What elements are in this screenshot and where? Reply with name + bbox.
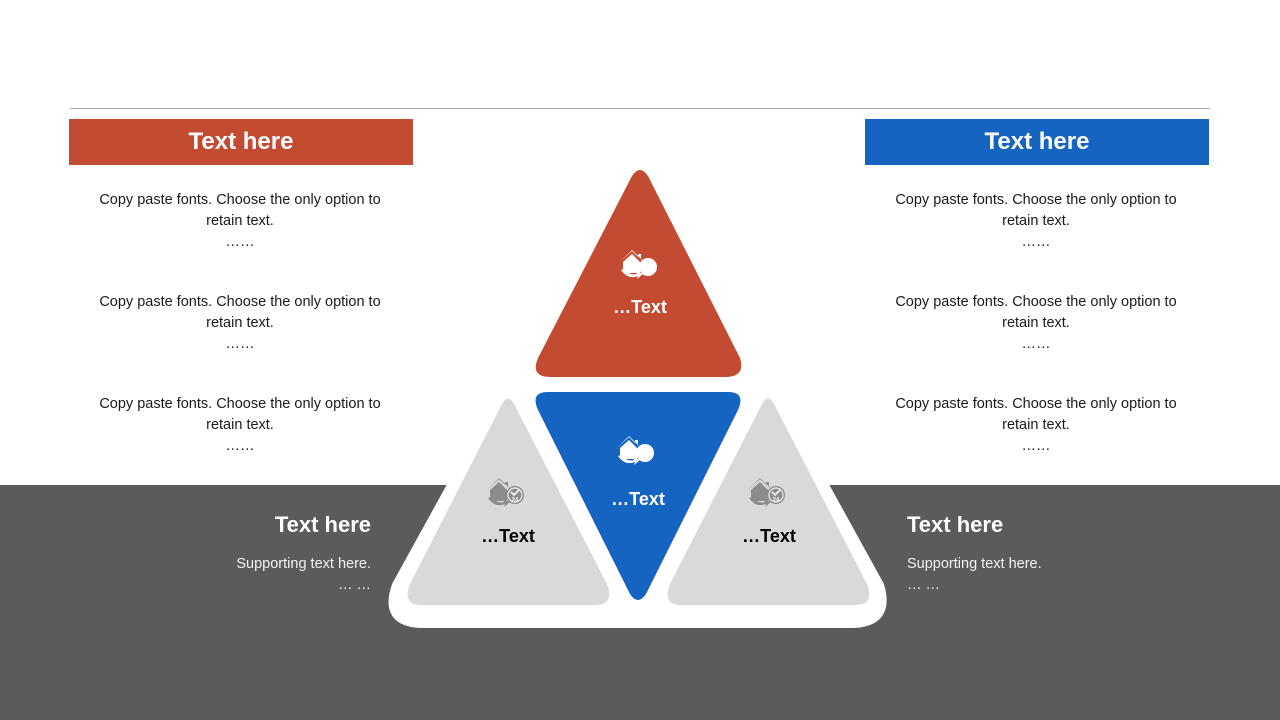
right-paragraph-2-text: Copy paste fonts. Choose the only option… bbox=[895, 294, 1177, 331]
left-paragraph-2-text: Copy paste fonts. Choose the only option… bbox=[99, 294, 381, 331]
bottom-left-subtitle-text: Supporting text here. bbox=[236, 556, 371, 572]
center-triangle bbox=[535, 392, 741, 600]
left-triangle-label: …Text bbox=[481, 526, 535, 546]
right-paragraph-1-dots: …… bbox=[1021, 234, 1051, 250]
right-panel-header: Text here bbox=[865, 119, 1209, 165]
right-paragraph-3: Copy paste fonts. Choose the only option… bbox=[886, 394, 1186, 457]
bottom-left-title: Text here bbox=[274, 512, 371, 537]
left-paragraph-3: Copy paste fonts. Choose the only option… bbox=[90, 394, 390, 457]
bottom-right-subtitle-text: Supporting text here. bbox=[907, 556, 1042, 572]
right-paragraph-2: Copy paste fonts. Choose the only option… bbox=[886, 292, 1186, 355]
left-paragraph-1: Copy paste fonts. Choose the only option… bbox=[90, 190, 390, 253]
left-panel-header: Text here bbox=[69, 119, 413, 165]
top-divider bbox=[70, 108, 1210, 109]
left-paragraph-1-text: Copy paste fonts. Choose the only option… bbox=[99, 192, 381, 229]
bottom-right-title: Text here bbox=[907, 512, 1004, 537]
right-paragraph-1-text: Copy paste fonts. Choose the only option… bbox=[895, 192, 1177, 229]
left-paragraph-3-text: Copy paste fonts. Choose the only option… bbox=[99, 396, 381, 433]
left-paragraph-2: Copy paste fonts. Choose the only option… bbox=[90, 292, 390, 355]
bottom-left-subtitle: Supporting text here. … … bbox=[236, 554, 371, 596]
right-triangle-label: …Text bbox=[742, 526, 796, 546]
top-triangle-label: …Text bbox=[613, 297, 667, 317]
bottom-left-dots: … … bbox=[337, 577, 371, 593]
left-paragraph-2-dots: …… bbox=[225, 336, 255, 352]
bottom-right-dots: … … bbox=[907, 577, 941, 593]
right-paragraph-2-dots: …… bbox=[1021, 336, 1051, 352]
bottom-right-subtitle: Supporting text here. … … bbox=[907, 554, 1042, 596]
center-triangle-label: …Text bbox=[611, 489, 665, 509]
left-paragraph-1-dots: …… bbox=[225, 234, 255, 250]
left-paragraph-3-dots: …… bbox=[225, 438, 255, 454]
right-paragraph-3-dots: …… bbox=[1021, 438, 1051, 454]
right-paragraph-3-text: Copy paste fonts. Choose the only option… bbox=[895, 396, 1177, 433]
right-paragraph-1: Copy paste fonts. Choose the only option… bbox=[886, 190, 1186, 253]
